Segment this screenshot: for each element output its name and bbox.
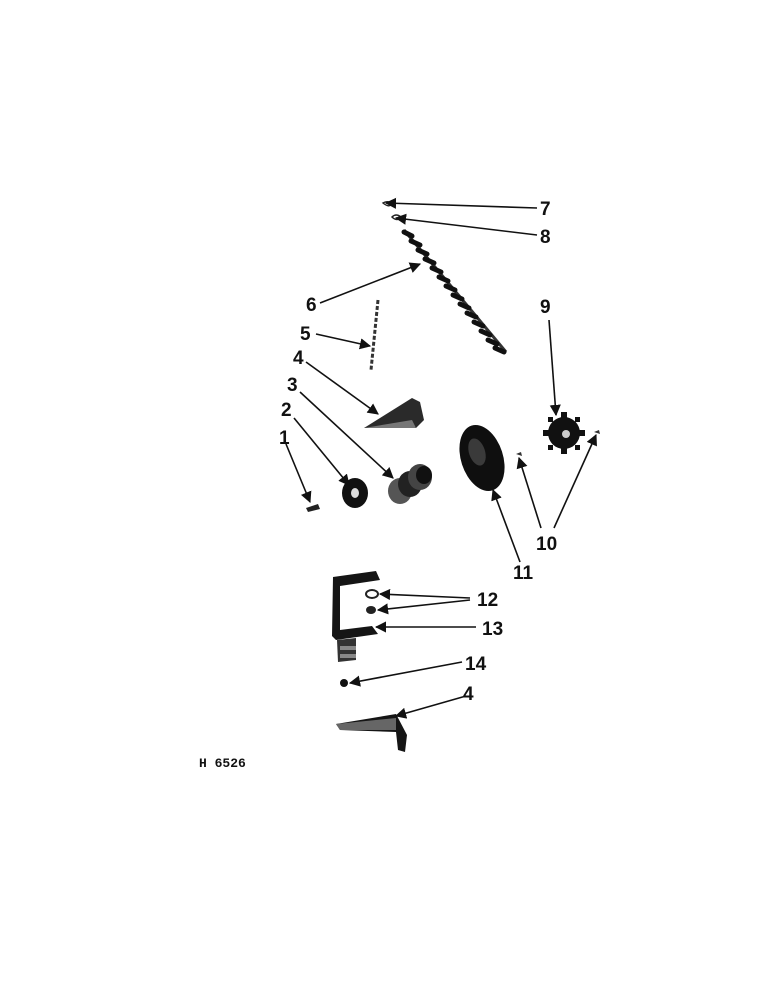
leader-2 (293, 417, 350, 486)
part-11-disc (459, 425, 505, 491)
callout-13: 13 (482, 619, 503, 640)
leader-4-lower (394, 695, 467, 719)
part-10-keys (516, 430, 600, 456)
part-6-auger (401, 229, 508, 355)
callout-14: 14 (465, 654, 487, 675)
figure-code: H 6526 (199, 756, 246, 771)
callout-1: 1 (279, 428, 290, 449)
part-12-fittings (365, 589, 379, 614)
callout-5: 5 (300, 324, 311, 345)
callout-4-lower: 4 (463, 684, 474, 705)
leader-1 (285, 443, 312, 504)
part-14-nut (340, 679, 348, 687)
part-5-rod (369, 299, 380, 371)
callout-8: 8 (540, 227, 551, 248)
callout-6: 6 (306, 295, 317, 316)
callout-12: 12 (477, 590, 498, 611)
leader-9 (548, 319, 561, 417)
part-9-sprocket (543, 412, 585, 454)
callout-10: 10 (536, 534, 557, 555)
callout-4-upper: 4 (293, 348, 304, 369)
callout-9: 9 (540, 297, 551, 318)
part-4-wedge-upper (364, 398, 424, 428)
callout-11: 11 (513, 563, 534, 584)
leader-10a (516, 456, 542, 529)
leader-10b (553, 433, 597, 529)
callout-2: 2 (281, 400, 292, 421)
part-1-bolt (306, 504, 320, 512)
callouts: 7 8 6 5 4 3 2 1 9 10 11 12 13 14 4 (279, 199, 557, 705)
part-2-washer (342, 478, 368, 508)
leader-12b (376, 599, 471, 615)
part-4-wedge-lower (336, 714, 407, 752)
leader-4-upper (305, 361, 379, 415)
leader-11 (491, 488, 521, 563)
leader-7 (384, 197, 538, 209)
part-3-bushing (388, 464, 432, 504)
leader-3 (299, 391, 394, 479)
leader-lines (285, 197, 597, 719)
part-13-bracket (332, 571, 380, 662)
leader-8 (394, 213, 538, 236)
callout-3: 3 (287, 375, 298, 396)
leader-5 (315, 333, 372, 350)
leader-12a (378, 588, 471, 601)
leader-14 (348, 661, 463, 687)
callout-7: 7 (540, 199, 551, 220)
leader-6 (319, 262, 422, 304)
